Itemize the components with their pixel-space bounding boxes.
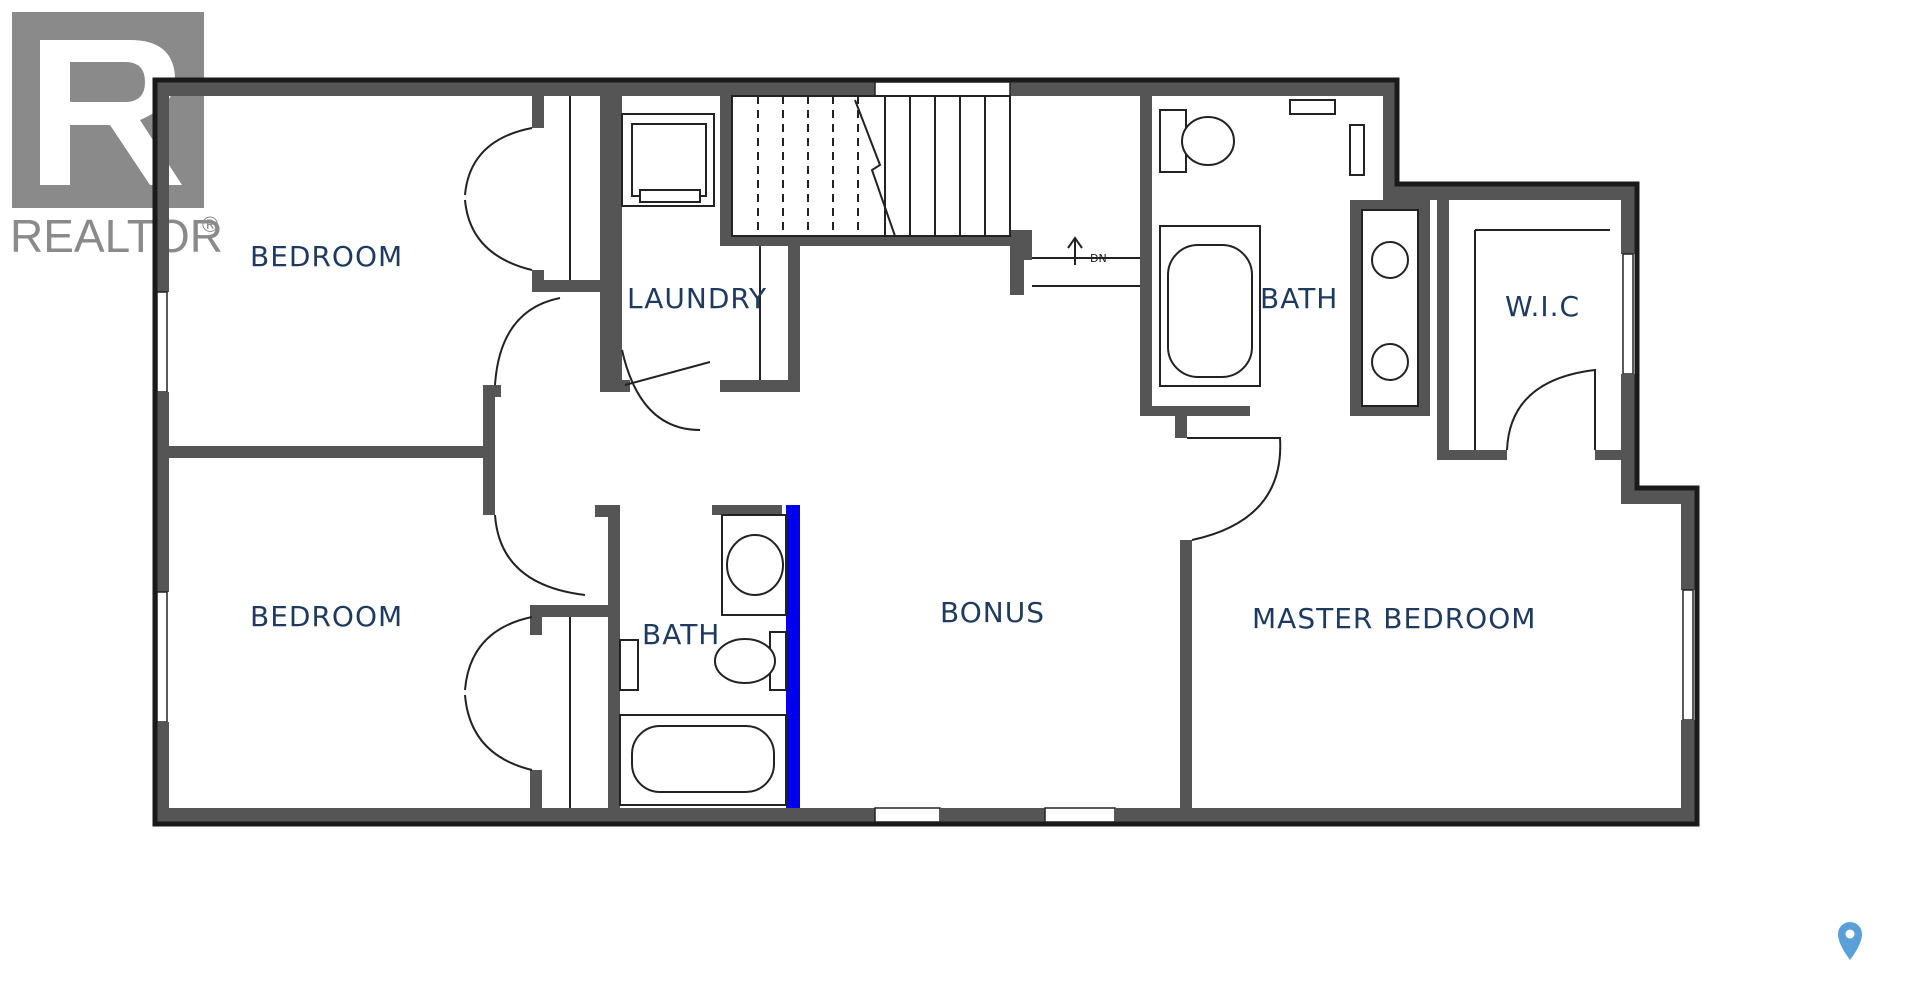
room-label-bedroom-top: BEDROOM [250,240,403,273]
doors [464,127,1596,771]
room-label-laundry: LAUNDRY [627,282,767,315]
window-wic [1622,253,1634,375]
staircase: DN [731,95,1140,287]
room-label-bath-main: BATH [642,618,720,651]
double-vanity [1361,209,1419,407]
window-right [1682,589,1694,721]
sink-icon [721,514,787,616]
outer-walls [152,77,1700,827]
stair-landing-arrow [1032,236,1140,287]
interior-walls [169,96,1625,808]
window-bottom-1 [874,807,941,823]
room-label-master-bedroom: MASTER BEDROOM [1252,602,1536,635]
ensuite-fixtures [1159,99,1610,450]
toilet-icon [714,631,787,691]
laundry-machines [621,113,761,380]
window-left-top [156,291,168,393]
realtor-wordmark: REALTOR [10,210,223,262]
main-bath-fixtures [619,514,787,806]
accent-wall [786,505,800,808]
realtor-logo: REALTOR ® [10,12,223,262]
room-label-bedroom-bottom: BEDROOM [250,600,403,633]
bathtub-icon [1159,225,1261,387]
window-top [874,81,1011,97]
room-labels: BEDROOM LAUNDRY BATH W.I.C BEDROOM BATH … [250,240,1580,651]
bathtub-icon [619,714,787,806]
toilet-icon [1159,109,1235,173]
window-left-bottom [156,591,168,723]
window-bottom-2 [1044,807,1116,823]
realtor-r-logo-icon [12,12,204,208]
room-label-wic: W.I.C [1505,290,1580,323]
stairs-direction-label: DN [1090,252,1107,265]
room-label-bath-ensuite: BATH [1260,282,1338,315]
registered-mark: ® [202,212,218,237]
map-pin-icon[interactable] [1838,922,1862,960]
room-label-bonus: BONUS [940,596,1045,629]
